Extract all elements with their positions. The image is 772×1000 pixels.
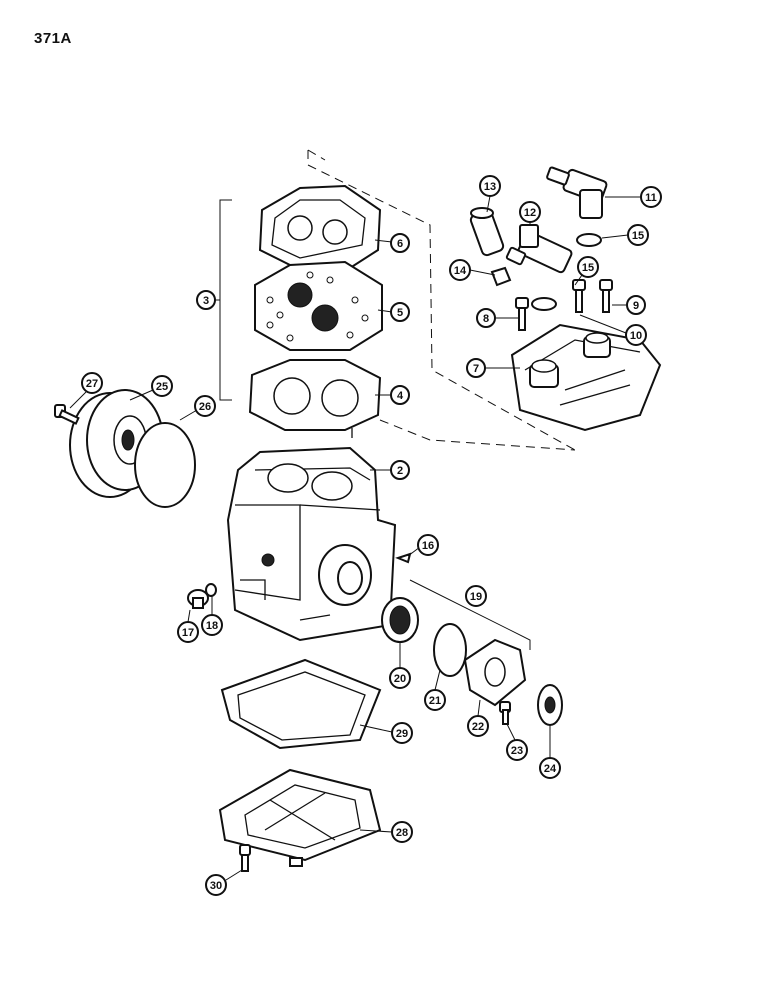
svg-text:26: 26 [199, 401, 211, 413]
callout-13: 13 [479, 175, 501, 197]
callout-7: 7 [466, 358, 486, 378]
callout-9: 9 [626, 295, 646, 315]
svg-text:15: 15 [582, 262, 594, 274]
svg-text:4: 4 [397, 390, 404, 402]
svg-text:9: 9 [633, 300, 639, 312]
callout-15-upper: 15 [627, 224, 649, 246]
callout-22: 22 [467, 715, 489, 737]
svg-text:2: 2 [397, 465, 403, 477]
head-group-dashed-outline [307, 150, 576, 451]
plug-17 [187, 589, 209, 609]
callout-29: 29 [391, 722, 413, 744]
svg-text:13: 13 [484, 181, 496, 193]
svg-text:15: 15 [632, 230, 644, 242]
valve-plate-gasket-bottom [248, 359, 382, 438]
cap-14 [490, 266, 512, 287]
o-ring-15-upper [576, 233, 602, 247]
cylinder-head [510, 323, 662, 432]
svg-text:11: 11 [645, 192, 657, 204]
callout-27: 27 [81, 372, 103, 394]
cap-screw-23 [499, 701, 511, 725]
svg-text:17: 17 [182, 627, 194, 639]
callout-17: 17 [177, 621, 199, 643]
callout-15-lower: 15 [577, 256, 599, 278]
seal-group-leader [409, 579, 531, 650]
kit-bracket [219, 199, 232, 401]
svg-text:27: 27 [86, 378, 98, 390]
callout-25: 25 [151, 375, 173, 397]
svg-text:20: 20 [394, 673, 406, 685]
svg-text:29: 29 [396, 728, 408, 740]
head-group-dashed-bottom [379, 419, 576, 451]
callout-10: 10 [625, 324, 647, 346]
valve-plate [254, 260, 383, 351]
callout-12: 12 [519, 201, 541, 223]
compressor-body [226, 446, 397, 642]
cap-screw-9 [599, 279, 613, 313]
svg-text:16: 16 [422, 540, 434, 552]
svg-text:12: 12 [524, 207, 536, 219]
callout-20: 20 [389, 667, 411, 689]
svg-text:25: 25 [156, 381, 168, 393]
svg-text:6: 6 [397, 238, 403, 250]
bottom-plate-gasket [220, 658, 382, 750]
key-16 [395, 552, 412, 564]
callout-26: 26 [194, 395, 216, 417]
page-number: 371A [34, 30, 72, 47]
callout-2: 2 [390, 460, 410, 480]
svg-text:30: 30 [210, 880, 222, 892]
callout-14: 14 [449, 259, 471, 281]
fitting-13 [469, 207, 505, 257]
callout-5: 5 [390, 302, 410, 322]
svg-text:5: 5 [397, 307, 403, 319]
callouts: 2 3 4 5 6 7 8 9 10 11 12 13 14 15 15 16 … [81, 175, 662, 896]
svg-text:14: 14 [454, 265, 467, 277]
fitting-tee-11 [546, 166, 608, 219]
callout-8: 8 [476, 308, 496, 328]
seal-plate-22 [463, 638, 527, 707]
svg-text:24: 24 [544, 763, 557, 775]
cap-screw-30 [239, 844, 251, 872]
callout-21: 21 [424, 689, 446, 711]
callout-28: 28 [391, 821, 413, 843]
callout-30: 30 [205, 874, 227, 896]
svg-text:3: 3 [203, 295, 209, 307]
cap-screw-10 [572, 279, 586, 313]
callout-4: 4 [390, 385, 410, 405]
svg-text:23: 23 [511, 745, 523, 757]
cap-screw-27 [54, 404, 80, 425]
svg-text:7: 7 [473, 363, 479, 375]
callout-16: 16 [417, 534, 439, 556]
o-ring-26 [134, 422, 196, 508]
o-ring-15-lower [531, 297, 557, 311]
cap-screw-8 [515, 297, 529, 331]
svg-text:21: 21 [429, 695, 441, 707]
svg-text:18: 18 [206, 620, 218, 632]
fitting-tee-12 [505, 224, 573, 274]
valve-plate-gasket-top [258, 184, 382, 272]
svg-text:22: 22 [472, 721, 484, 733]
callout-6: 6 [390, 233, 410, 253]
callout-19: 19 [465, 585, 487, 607]
callout-24: 24 [539, 757, 561, 779]
o-ring-21 [433, 623, 467, 677]
callout-23: 23 [506, 739, 528, 761]
dust-cover-24 [537, 684, 563, 726]
leader-lines [69, 195, 640, 881]
svg-text:28: 28 [396, 827, 408, 839]
svg-text:19: 19 [470, 591, 482, 603]
shaft-seal-20 [381, 597, 419, 643]
svg-text:8: 8 [483, 313, 489, 325]
callout-11: 11 [640, 186, 662, 208]
o-ring-18 [205, 583, 217, 597]
svg-text:10: 10 [630, 330, 642, 342]
callout-3: 3 [196, 290, 216, 310]
bottom-plate [218, 768, 382, 867]
callout-18: 18 [201, 614, 223, 636]
